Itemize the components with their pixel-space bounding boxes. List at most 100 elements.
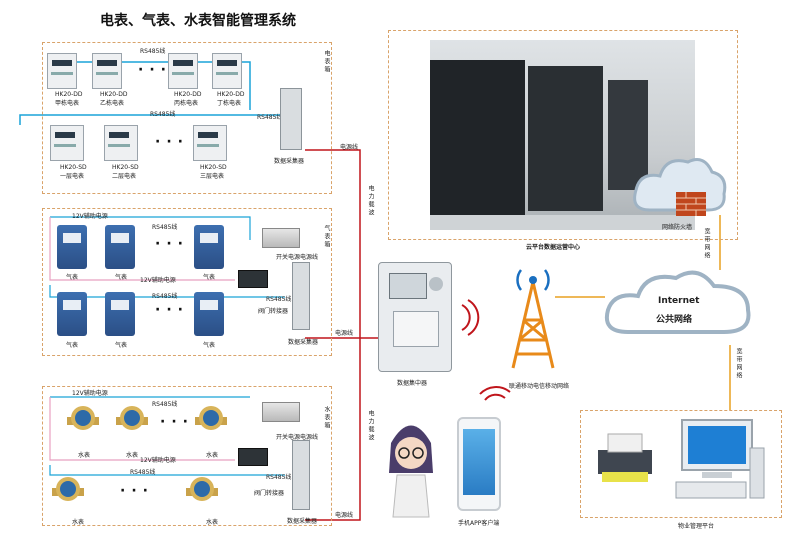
box-side-label: 水表箱 xyxy=(323,406,330,430)
rs485-label: RS485线 xyxy=(152,293,178,300)
rs485-label: RS485线 xyxy=(130,469,156,476)
gas-meter xyxy=(105,225,135,269)
gas-meter-label: 气表 xyxy=(115,342,128,349)
cell-tower-icon xyxy=(511,269,555,369)
computer-icon xyxy=(675,419,765,499)
water-meter-label: 水表 xyxy=(78,452,91,459)
water-meter xyxy=(195,406,227,430)
power-line-label: 电源线 xyxy=(300,254,319,261)
water-meter-label: 水表 xyxy=(72,519,85,526)
server-room-photo xyxy=(430,40,695,230)
printer-icon xyxy=(598,433,652,482)
power-line-label: 电源线 xyxy=(335,512,354,519)
cloud-center-label: 云平台数据运营中心 xyxy=(526,244,581,251)
switch-psu-label: 开关电源 xyxy=(276,434,301,441)
gas-meter-label: 气表 xyxy=(115,274,128,281)
meter-name: 三层电表 xyxy=(200,173,225,180)
gas-meter-label: 气表 xyxy=(66,342,79,349)
user-avatar-icon xyxy=(389,425,433,518)
ellipsis-icon: ··· xyxy=(155,302,189,318)
gas-meter-label: 气表 xyxy=(66,274,79,281)
meter-name: 一层电表 xyxy=(60,173,85,180)
broadband-label: 宽带网络 xyxy=(735,348,742,380)
valve-adapter-label: 阀门转接器 xyxy=(254,490,285,497)
app-label: 手机APP客户端 xyxy=(458,520,500,527)
switch-power-supply xyxy=(262,402,300,422)
meter-model: HK20-DD xyxy=(100,91,128,98)
water-meter-label: 水表 xyxy=(126,452,139,459)
gas-meter xyxy=(194,225,224,269)
platform-box xyxy=(580,410,782,518)
water-meter-box xyxy=(42,386,332,526)
ellipsis-icon: ··· xyxy=(155,236,189,252)
gas-meter-label: 气表 xyxy=(203,342,216,349)
data-collector-cabinet xyxy=(280,88,302,150)
electric-meter xyxy=(104,125,138,161)
gas-meter xyxy=(57,225,87,269)
gas-meter-label: 气表 xyxy=(203,274,216,281)
data-collector-cabinet xyxy=(292,440,310,510)
rs485-label: RS485线 xyxy=(150,111,176,118)
mobile-phone xyxy=(457,417,501,511)
meter-model: HK20-DD xyxy=(55,91,83,98)
collector-label: 数据采集器 xyxy=(287,518,318,525)
platform-label: 物业管理平台 xyxy=(678,523,715,530)
aux-power-label: 12V辅助电源 xyxy=(140,277,176,284)
power-line-label: 电源线 xyxy=(335,330,354,337)
switch-power-supply xyxy=(262,228,300,248)
valve-adapter-label: 阀门转接器 xyxy=(258,308,289,315)
electric-meter xyxy=(193,125,227,161)
page-title: 电表、气表、水表智能管理系统 xyxy=(100,13,296,29)
meter-name: 二层电表 xyxy=(112,173,137,180)
concentrator-label: 数据集中器 xyxy=(397,380,428,387)
aux-power-label: 12V辅助电源 xyxy=(72,213,108,220)
ellipsis-icon: ··· xyxy=(120,483,154,499)
gas-meter-box xyxy=(42,208,332,356)
water-meter-label: 水表 xyxy=(206,519,219,526)
internet-cloud-icon xyxy=(605,270,751,334)
gas-meter xyxy=(105,292,135,336)
box-side-label: 气表箱 xyxy=(323,225,330,249)
valve-adapter xyxy=(238,448,268,466)
water-meter-label: 水表 xyxy=(206,452,219,459)
firewall-cloud-icon xyxy=(633,158,727,216)
water-meter xyxy=(116,406,148,430)
ellipsis-icon: ··· xyxy=(160,414,194,430)
electric-meter xyxy=(168,53,198,89)
electric-meter xyxy=(92,53,122,89)
rs485-label: RS485线 xyxy=(266,474,292,481)
internet-label: 公共网络 xyxy=(656,315,693,325)
internet-label: Internet xyxy=(658,296,700,306)
tower-label: 联通移动电信移动网络 xyxy=(509,383,570,390)
data-concentrator xyxy=(378,262,452,372)
meter-model: HK20-DD xyxy=(174,91,202,98)
electric-meter-box xyxy=(42,42,332,194)
rs485-label: RS485线 xyxy=(266,296,292,303)
switch-psu-label: 开关电源 xyxy=(276,254,301,261)
firewall-label: 网络防火墙 xyxy=(662,224,693,231)
meter-model: HK20-SD xyxy=(60,164,87,171)
meter-name: 乙栋电表 xyxy=(100,100,125,107)
water-meter xyxy=(52,477,84,501)
box-side-label: 电表箱 xyxy=(323,50,330,74)
meter-model: HK20-DD xyxy=(217,91,245,98)
meter-name: 丁栋电表 xyxy=(217,100,242,107)
cloud-center-box xyxy=(388,30,738,240)
valve-adapter xyxy=(238,270,268,288)
electric-meter xyxy=(47,53,77,89)
water-meter xyxy=(186,477,218,501)
meter-name: 甲栋电表 xyxy=(55,100,80,107)
electric-meter xyxy=(50,125,84,161)
power-line-label: 电源线 xyxy=(300,434,319,441)
rs485-label: RS485线 xyxy=(140,48,166,55)
rs485-label: RS485线 xyxy=(257,114,283,121)
meter-model: HK20-SD xyxy=(200,164,227,171)
collector-label: 数据采集器 xyxy=(288,339,319,346)
water-meter xyxy=(67,406,99,430)
gas-meter xyxy=(57,292,87,336)
electric-meter xyxy=(212,53,242,89)
meter-model: HK20-SD xyxy=(112,164,139,171)
gas-meter xyxy=(194,292,224,336)
rs485-label: RS485线 xyxy=(152,224,178,231)
